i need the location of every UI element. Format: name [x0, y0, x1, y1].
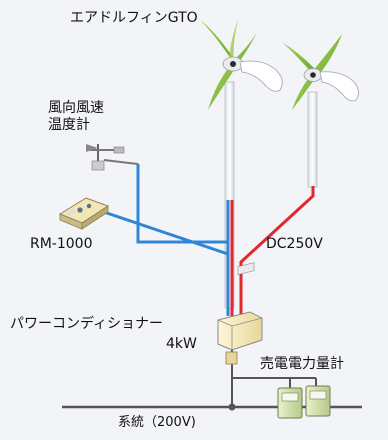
right-turbine-positive-wire: [239, 186, 315, 316]
turbine-right-nose: [310, 72, 316, 78]
weather-sensor-label-line2: 温度計: [48, 117, 90, 133]
grid-junction-dot: [228, 403, 236, 411]
dc-voltage-label: DC250V: [266, 236, 323, 252]
monitor-device: [58, 197, 110, 230]
turbine-right-blade: [282, 42, 314, 74]
meter-label: 売電電力量計: [260, 356, 344, 372]
weather-sensor-label-line1: 風向風速: [48, 100, 104, 116]
sensor-signal-wire: [136, 164, 229, 244]
turbine-left-blade: [228, 20, 238, 68]
turbine-right-tail: [319, 71, 359, 102]
wind-turbine-left: [200, 20, 283, 309]
breaker-box: [225, 351, 238, 365]
monitor-label: RM-1000: [30, 236, 93, 252]
monitor-signal-wire: [97, 208, 229, 256]
turbine-left-tail: [239, 60, 283, 92]
turbine-left-blade: [232, 25, 260, 66]
inverter-label-line2: 4kW: [166, 336, 197, 352]
weather-sensor: [86, 144, 139, 171]
turbine-right-blade: [312, 34, 342, 76]
inverter-box: [217, 262, 263, 351]
turbine-right-blade: [292, 76, 314, 110]
turbine-right-tower: [307, 91, 318, 188]
wind-turbine-right: [282, 34, 359, 188]
inverter-label-line1: パワーコンディショナー: [10, 316, 164, 332]
turbine-left-nose: [230, 61, 236, 67]
turbine-left-blade: [208, 66, 234, 110]
turbine-name-label: エアドルフィンGTO: [70, 10, 198, 26]
turbine-left-blade: [200, 20, 233, 62]
grid-label: 系統（200V): [118, 415, 196, 430]
electricity-meters: [277, 385, 331, 419]
